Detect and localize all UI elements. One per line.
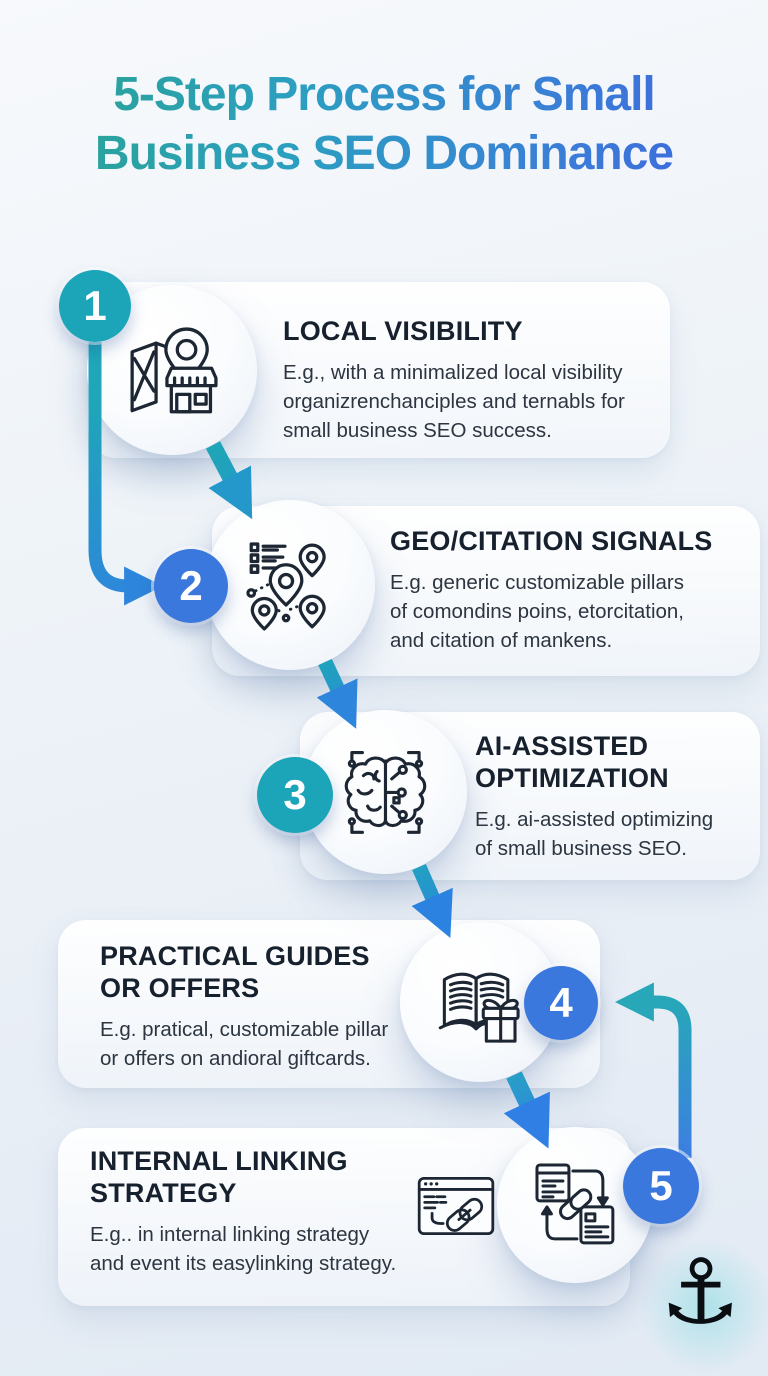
- step4-number-badge: 4: [524, 966, 598, 1040]
- step2-number-badge: 2: [154, 549, 228, 623]
- step1-number-badge: 1: [59, 270, 131, 342]
- step2-description: E.g. generic customizable pillars of com…: [390, 570, 684, 653]
- ai-brain-circuit-icon: [344, 750, 426, 834]
- browser-link-icon: [408, 1160, 504, 1252]
- step4-heading: PRACTICAL GUIDES OR OFFERS: [100, 941, 370, 1003]
- step3-text: AI-ASSISTED OPTIMIZATION E.g. ai-assiste…: [475, 731, 755, 863]
- step5-description: E.g.. in internal linking strategy and e…: [90, 1222, 397, 1275]
- step5-text: INTERNAL LINKING STRATEGY E.g.. in inter…: [90, 1146, 430, 1278]
- arrow-elbow-badge4-to-badge5: [614, 982, 692, 1158]
- step3-number-badge: 3: [257, 757, 333, 833]
- page-title: 5-Step Process for Small Business SEO Do…: [0, 66, 768, 183]
- guide-book-gift-icon: [438, 972, 520, 1043]
- anchor-glow: [636, 1236, 768, 1376]
- step1-text: LOCAL VISIBILITY E.g., with a minimalize…: [283, 316, 653, 445]
- step3-heading: AI-ASSISTED OPTIMIZATION: [475, 731, 669, 793]
- step5-heading: INTERNAL LINKING STRATEGY: [90, 1146, 348, 1208]
- map-pin-storefront-icon: [130, 327, 218, 413]
- step5-icon-circle: [497, 1127, 653, 1283]
- step1-heading: LOCAL VISIBILITY: [283, 316, 523, 346]
- step2-heading: GEO/CITATION SIGNALS: [390, 526, 713, 556]
- step2-icon-circle: [205, 500, 375, 670]
- anchor-icon: ⚓: [660, 1240, 741, 1345]
- step4-text: PRACTICAL GUIDES OR OFFERS E.g. pratical…: [100, 941, 440, 1073]
- step3-description: E.g. ai-assisted optimizing of small bus…: [475, 807, 714, 860]
- step4-description: E.g. pratical, customizable pillar or of…: [100, 1017, 389, 1070]
- step1-description: E.g., with a minimalized local visibilit…: [283, 360, 625, 443]
- step2-text: GEO/CITATION SIGNALS E.g. generic custom…: [390, 526, 750, 655]
- step5-number-badge: 5: [623, 1148, 699, 1224]
- internal-linking-icon: [535, 1163, 615, 1245]
- citation-network-icon: [245, 542, 326, 631]
